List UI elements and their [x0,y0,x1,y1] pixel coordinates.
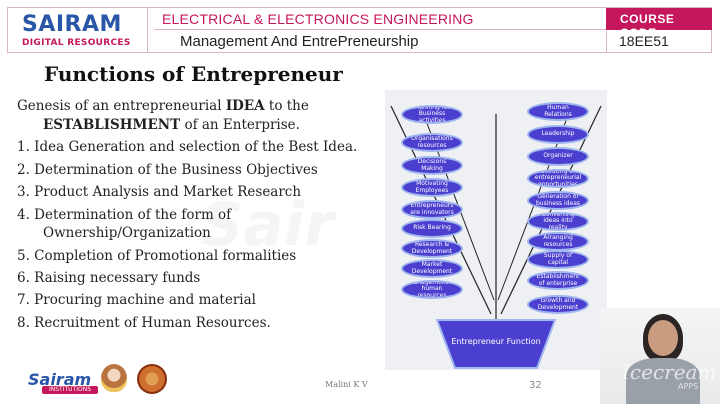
slide-title: Functions of Entrepreneur [44,62,343,86]
list-item: 6. Raising necessary funds [17,270,201,286]
footer-logo: Sairam [28,370,92,389]
left-node: Decisions Making [401,156,463,175]
logo-text: SAIRAM [22,12,122,37]
left-node: Management of human resources [401,280,463,299]
page-number: 32 [529,380,542,391]
list-item: 1. Idea Generation and selection of the … [17,139,358,155]
founder-portrait-icon [137,364,167,394]
presenter-face [648,320,678,356]
sairam-logo: SAIRAM DIGITAL RESOURCES [8,8,148,52]
entrepreneur-function-diagram: Planning for Business activities Organis… [385,90,607,370]
right-node: Arranging resources [527,232,589,251]
saint-portrait-icon [101,364,127,392]
right-node: Generation of business ideas [527,191,589,210]
recorder-watermark-sub: APPS [678,382,699,391]
left-node: Entrepreneurs are innovators [401,200,463,219]
intro-bold-idea: IDEA [225,98,265,114]
right-node: Supply of capital [527,250,589,269]
right-node: Growth and Development [527,295,589,314]
list-item: 2. Determination of the Business Objecti… [17,162,318,178]
right-node: Establishment of enterprise [527,271,589,290]
logo-subtext: DIGITAL RESOURCES [22,38,131,48]
list-item: 8. Recruitment of Human Resources. [17,315,271,331]
intro-pre: Genesis of an entrepreneurial [17,98,226,114]
course-code-label: COURSE CODE [606,8,712,40]
footer-logo-sub: INSTITUTIONS [42,386,98,394]
author-name: Malini K V [325,380,368,389]
department-label: ELECTRICAL & ELECTRONICS ENGINEERING [154,8,606,30]
left-node: Organisations resources [401,133,463,152]
funnel-label: Entrepreneur Function [451,337,541,346]
right-node: Converting ideas into reality [527,212,589,231]
presenter-body [626,358,700,404]
list-item: 3. Product Analysis and Market Research [17,184,302,200]
intro-line-2: ESTABLISHMENT of an Enterprise. [43,117,300,133]
presenter-video: Icecream APPS [600,308,720,404]
left-node: Research & Development [401,239,463,258]
left-node: Market Development [401,259,463,278]
list-item: 4. Determination of the form of [17,207,232,223]
intro-post-2: of an Enterprise. [180,117,300,133]
intro-post: to the [264,98,309,114]
list-item: 5. Completion of Promotional formalities [17,248,297,264]
left-node: Motivating Employees [401,178,463,197]
right-node: Human Relations [527,102,589,121]
watermark-text: Sair [200,190,334,260]
recorder-watermark: Icecream [622,360,717,384]
intro-bold-establishment: ESTABLISHMENT [43,117,181,133]
intro-line-1: Genesis of an entrepreneurial IDEA to th… [17,98,309,114]
funnel-shape [435,319,557,369]
list-item: Ownership/Organization [43,225,211,241]
subject-label: Management And EntrePreneurship [180,33,419,50]
right-node: Scouting of entrepreneurial opportunitie… [527,169,589,188]
header-bar: SAIRAM DIGITAL RESOURCES ELECTRICAL & EL… [7,7,712,53]
list-item: 7. Procuring machine and material [17,292,256,308]
left-node: Risk Bearing [401,219,463,238]
left-node: Planning for Business activities [401,105,463,124]
right-node: Organizer [527,147,589,166]
course-code-value: 18EE51 [606,31,712,52]
right-node: Leadership [527,125,589,144]
